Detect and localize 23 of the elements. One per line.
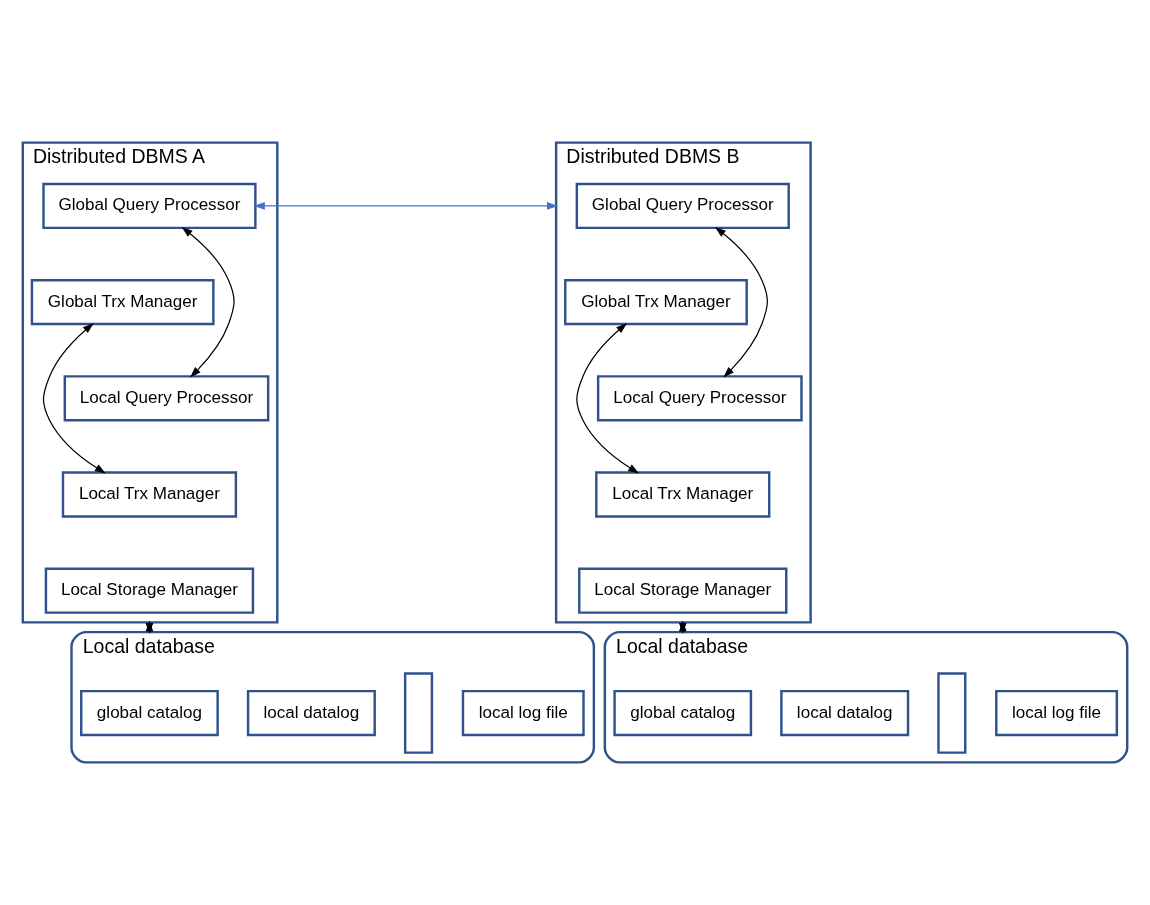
node-box: Local Trx Manager	[595, 471, 771, 518]
node-box: Local Query Processor	[596, 375, 803, 422]
node-bar	[937, 672, 967, 754]
arrow	[181, 227, 235, 378]
arrow	[253, 202, 558, 210]
arrow	[714, 227, 768, 378]
node-box: global catalog	[80, 689, 219, 737]
arrow	[42, 323, 106, 474]
node-box: Local Storage Manager	[44, 567, 255, 614]
node-box: Local Storage Manager	[578, 567, 788, 614]
node-box: Global Trx Manager	[564, 278, 748, 326]
node-box: local log file	[461, 689, 585, 737]
node-box: Global Trx Manager	[30, 278, 215, 326]
node-box: local log file	[995, 689, 1119, 737]
node-box: local datalog	[246, 689, 376, 737]
node-box: global catalog	[613, 689, 753, 737]
node-box: Local Trx Manager	[61, 471, 238, 518]
node-box: Global Query Processor	[42, 182, 257, 230]
node-box: local datalog	[780, 689, 910, 737]
arrow	[576, 323, 640, 474]
node-box: Global Query Processor	[575, 182, 790, 230]
node-box: Local Query Processor	[63, 375, 270, 422]
node-bar	[403, 672, 434, 754]
